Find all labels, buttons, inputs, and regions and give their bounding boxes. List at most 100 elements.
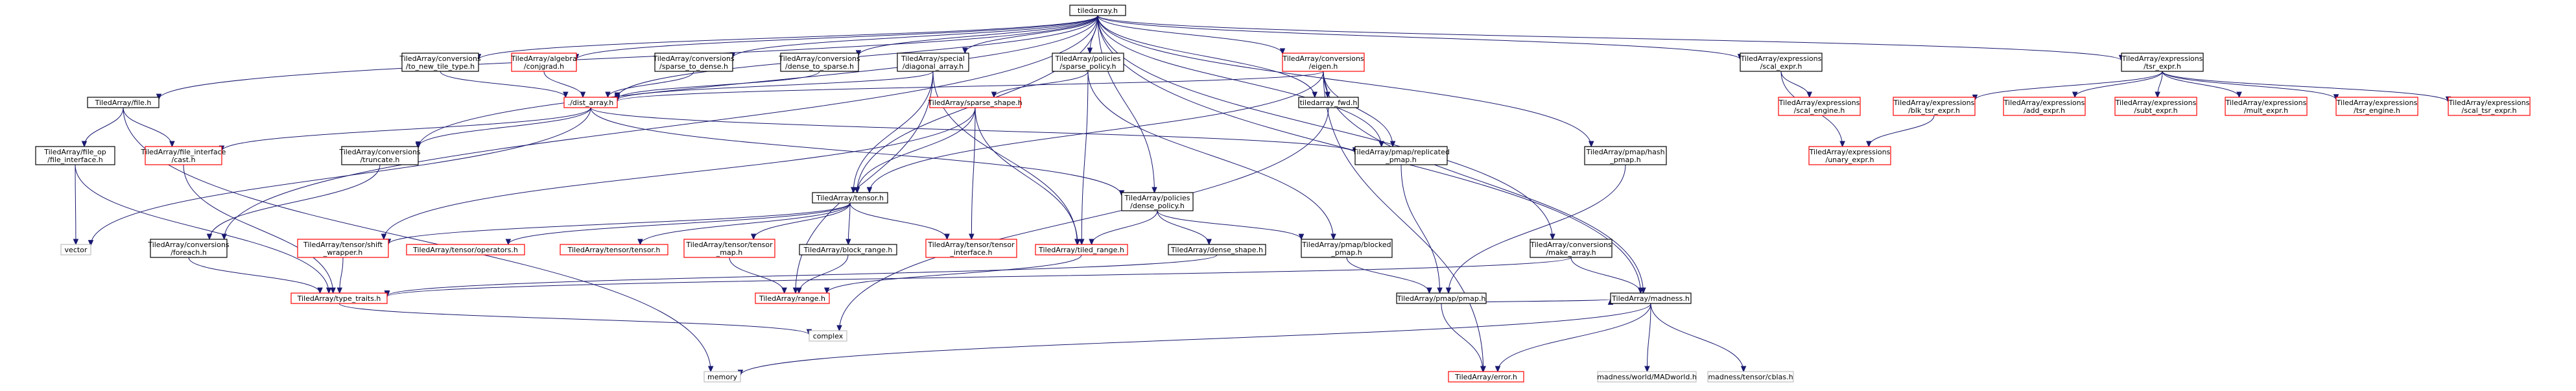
node-box bbox=[150, 239, 228, 258]
node-truncate[interactable]: TiledArray/conversions/truncate.h bbox=[338, 146, 421, 165]
node-shift_wrapper[interactable]: TiledArray/tensor/shift_wrapper.h bbox=[297, 239, 389, 258]
node-label: /sparse_policy.h bbox=[1060, 62, 1117, 71]
node-file[interactable]: TiledArray/file.h bbox=[87, 97, 160, 108]
node-blk_tsr_expr[interactable]: TiledArray/expressions/blk_tsr_expr.h bbox=[1893, 97, 1976, 116]
edge-madness-to-error bbox=[1495, 303, 1651, 373]
node-sparse_shape[interactable]: TiledArray/sparse_shape.h bbox=[927, 97, 1022, 108]
node-box bbox=[511, 53, 577, 72]
edge-sparse_shape-to-tiled_range bbox=[975, 107, 1081, 246]
node-label: TiledArray/error.h bbox=[1454, 373, 1517, 381]
node-error[interactable]: TiledArray/error.h bbox=[1448, 371, 1524, 383]
node-madness[interactable]: TiledArray/madness.h bbox=[1610, 292, 1692, 304]
node-label: /sparse_to_dense.h bbox=[659, 62, 728, 71]
nodes-layer: tiledarray.hTiledArray/file.hTiledArray/… bbox=[35, 5, 2531, 383]
edge-make_array-to-type_traits bbox=[384, 257, 1572, 298]
edge-eigen-to-error bbox=[1323, 71, 1487, 373]
node-eigen[interactable]: TiledArray/conversions/eigen.h bbox=[1282, 53, 1365, 72]
node-dense_to_sparse[interactable]: TiledArray/conversions/dense_to_sparse.h bbox=[778, 53, 860, 72]
node-scal_engine[interactable]: TiledArray/expressions/scal_engine.h bbox=[1778, 97, 1861, 116]
edge-file_op-to-type_traits bbox=[75, 164, 332, 294]
node-label: /cast.h bbox=[171, 156, 195, 164]
edge-sparse_policy-to-sparse_shape bbox=[991, 71, 1089, 99]
edge-tsr_expr-to-mult_expr bbox=[2162, 71, 2242, 99]
node-sparse_to_dense[interactable]: TiledArray/conversions/sparse_to_dense.h bbox=[652, 53, 735, 72]
node-label: /scal_tsr_expr.h bbox=[2462, 106, 2517, 115]
node-replicated_pmap[interactable]: TiledArray/pmap/replicated_pmap.h bbox=[1352, 146, 1450, 165]
node-label: TiledArray/expressions bbox=[1809, 148, 1891, 156]
node-label: /foreach.h bbox=[171, 248, 207, 257]
edge-diagonal_array-to-range bbox=[792, 71, 934, 294]
node-hash_pmap[interactable]: TiledArray/pmap/hash_pmap.h bbox=[1584, 146, 1667, 165]
edge-root-to-tsr_expr bbox=[1097, 15, 2125, 62]
node-box bbox=[401, 53, 479, 72]
node-box bbox=[290, 292, 388, 304]
node-tensor_tensor[interactable]: TiledArray/tensor/tensor.h bbox=[560, 244, 668, 255]
node-pmap[interactable]: TiledArray/pmap/pmap.h bbox=[1396, 292, 1487, 304]
node-box bbox=[341, 146, 419, 165]
edge-foreach-to-type_traits bbox=[188, 257, 323, 294]
node-label: TiledArray/expressions bbox=[2003, 99, 2085, 107]
node-tensor_map[interactable]: TiledArray/tensor/tensor_map.h bbox=[683, 239, 775, 258]
node-conjgrad[interactable]: TiledArray/algebra/conjgrad.h bbox=[510, 53, 577, 72]
node-sparse_policy[interactable]: TiledArray/policies/sparse_policy.h bbox=[1052, 53, 1124, 72]
node-subt_expr[interactable]: TiledArray/expressions/subt_expr.h bbox=[2114, 97, 2197, 116]
node-label: TiledArray/sparse_shape.h bbox=[927, 99, 1022, 107]
node-tiled_range[interactable]: TiledArray/tiled_range.h bbox=[1035, 244, 1128, 255]
edge-tensor-to-tensor_map bbox=[750, 202, 851, 241]
node-label: tiledarray.h bbox=[1078, 6, 1118, 15]
edge-root-to-make_array bbox=[1097, 15, 1555, 241]
node-blocked_pmap[interactable]: TiledArray/pmap/blocked_pmap.h bbox=[1301, 239, 1393, 258]
node-label: madness/tensor/cblas.h bbox=[1708, 373, 1793, 381]
node-foreach[interactable]: TiledArray/conversions/foreach.h bbox=[147, 239, 230, 258]
edge-diagonal_array-to-dist_array bbox=[614, 71, 934, 101]
node-label: /scal_engine.h bbox=[1794, 106, 1845, 115]
node-label: TiledArray/conversions bbox=[1530, 241, 1612, 249]
node-box bbox=[1035, 244, 1128, 255]
node-label: TiledArray/type_traits.h bbox=[297, 294, 381, 303]
node-tiledarray_fwd[interactable]: tiledarray_fwd.h bbox=[1298, 97, 1359, 108]
node-tensor_interface[interactable]: TiledArray/tensor/tensor_interface.h bbox=[925, 239, 1017, 258]
node-label: TiledArray/tiled_range.h bbox=[1038, 246, 1124, 254]
node-tsr_expr[interactable]: TiledArray/expressions/tsr_expr.h bbox=[2121, 53, 2204, 72]
node-diagonal_array[interactable]: TiledArray/special/diagonal_array.h bbox=[897, 53, 969, 72]
node-operators[interactable]: TiledArray/tensor/operators.h bbox=[406, 244, 525, 255]
node-range[interactable]: TiledArray/range.h bbox=[755, 292, 830, 304]
node-dense_policy[interactable]: TiledArray/policies/dense_policy.h bbox=[1121, 192, 1194, 211]
node-box bbox=[2114, 97, 2197, 116]
edge-tensor-to-operators bbox=[505, 202, 851, 246]
node-box bbox=[563, 97, 618, 108]
node-label: TiledArray/tensor/tensor bbox=[927, 241, 1015, 249]
node-box bbox=[929, 97, 1021, 108]
node-scal_expr[interactable]: TiledArray/expressions/scal_expr.h bbox=[1740, 53, 1823, 72]
node-madworld: madness/world/MADworld.h bbox=[1597, 371, 1697, 383]
node-dist_array[interactable]: ./dist_array.h bbox=[563, 97, 618, 108]
node-block_range[interactable]: TiledArray/block_range.h bbox=[799, 244, 897, 255]
node-dense_shape[interactable]: TiledArray/dense_shape.h bbox=[1168, 244, 1266, 255]
edge-madness-to-memory bbox=[737, 303, 1651, 377]
node-type_traits[interactable]: TiledArray/type_traits.h bbox=[290, 292, 388, 304]
node-scal_tsr_expr[interactable]: TiledArray/expressions/scal_tsr_expr.h bbox=[2448, 97, 2531, 116]
node-file_op[interactable]: TiledArray/file_op/file_interface.h bbox=[35, 146, 115, 165]
edge-to_new_tile_type-to-dist_array bbox=[440, 71, 569, 99]
node-root[interactable]: tiledarray.h bbox=[1069, 5, 1126, 16]
node-box bbox=[60, 244, 91, 255]
node-unary_expr[interactable]: TiledArray/expressions/unary_expr.h bbox=[1808, 146, 1891, 165]
node-to_new_tile_type[interactable]: TiledArray/conversions/to_new_tile_type.… bbox=[399, 53, 481, 72]
node-mult_expr[interactable]: TiledArray/expressions/mult_expr.h bbox=[2225, 97, 2308, 116]
node-label: /dense_policy.h bbox=[1130, 202, 1185, 210]
node-label: TiledArray/expressions bbox=[1893, 99, 1975, 107]
edge-root-to-dense_policy bbox=[1097, 15, 1157, 194]
node-make_array[interactable]: TiledArray/conversions/make_array.h bbox=[1530, 239, 1613, 258]
edge-dense_policy-to-blocked_pmap bbox=[1157, 210, 1305, 241]
node-tsr_engine[interactable]: TiledArray/expressions/tsr_engine.h bbox=[2335, 97, 2418, 116]
node-add_expr[interactable]: TiledArray/expressions/add_expr.h bbox=[2003, 97, 2086, 116]
node-file_interface_cast[interactable]: TiledArray/file_interface/cast.h bbox=[141, 146, 226, 165]
node-label: TiledArray/conversions bbox=[399, 54, 481, 63]
edge-sparse_to_dense-to-dist_array bbox=[605, 71, 694, 99]
node-box bbox=[2003, 97, 2086, 116]
edge-root-to-hash_pmap bbox=[1097, 15, 1594, 148]
node-tensor[interactable]: TiledArray/tensor.h bbox=[812, 192, 888, 204]
node-label: TiledArray/dense_shape.h bbox=[1170, 246, 1263, 254]
node-box bbox=[1610, 292, 1692, 304]
node-label: TiledArray/special bbox=[901, 54, 965, 63]
